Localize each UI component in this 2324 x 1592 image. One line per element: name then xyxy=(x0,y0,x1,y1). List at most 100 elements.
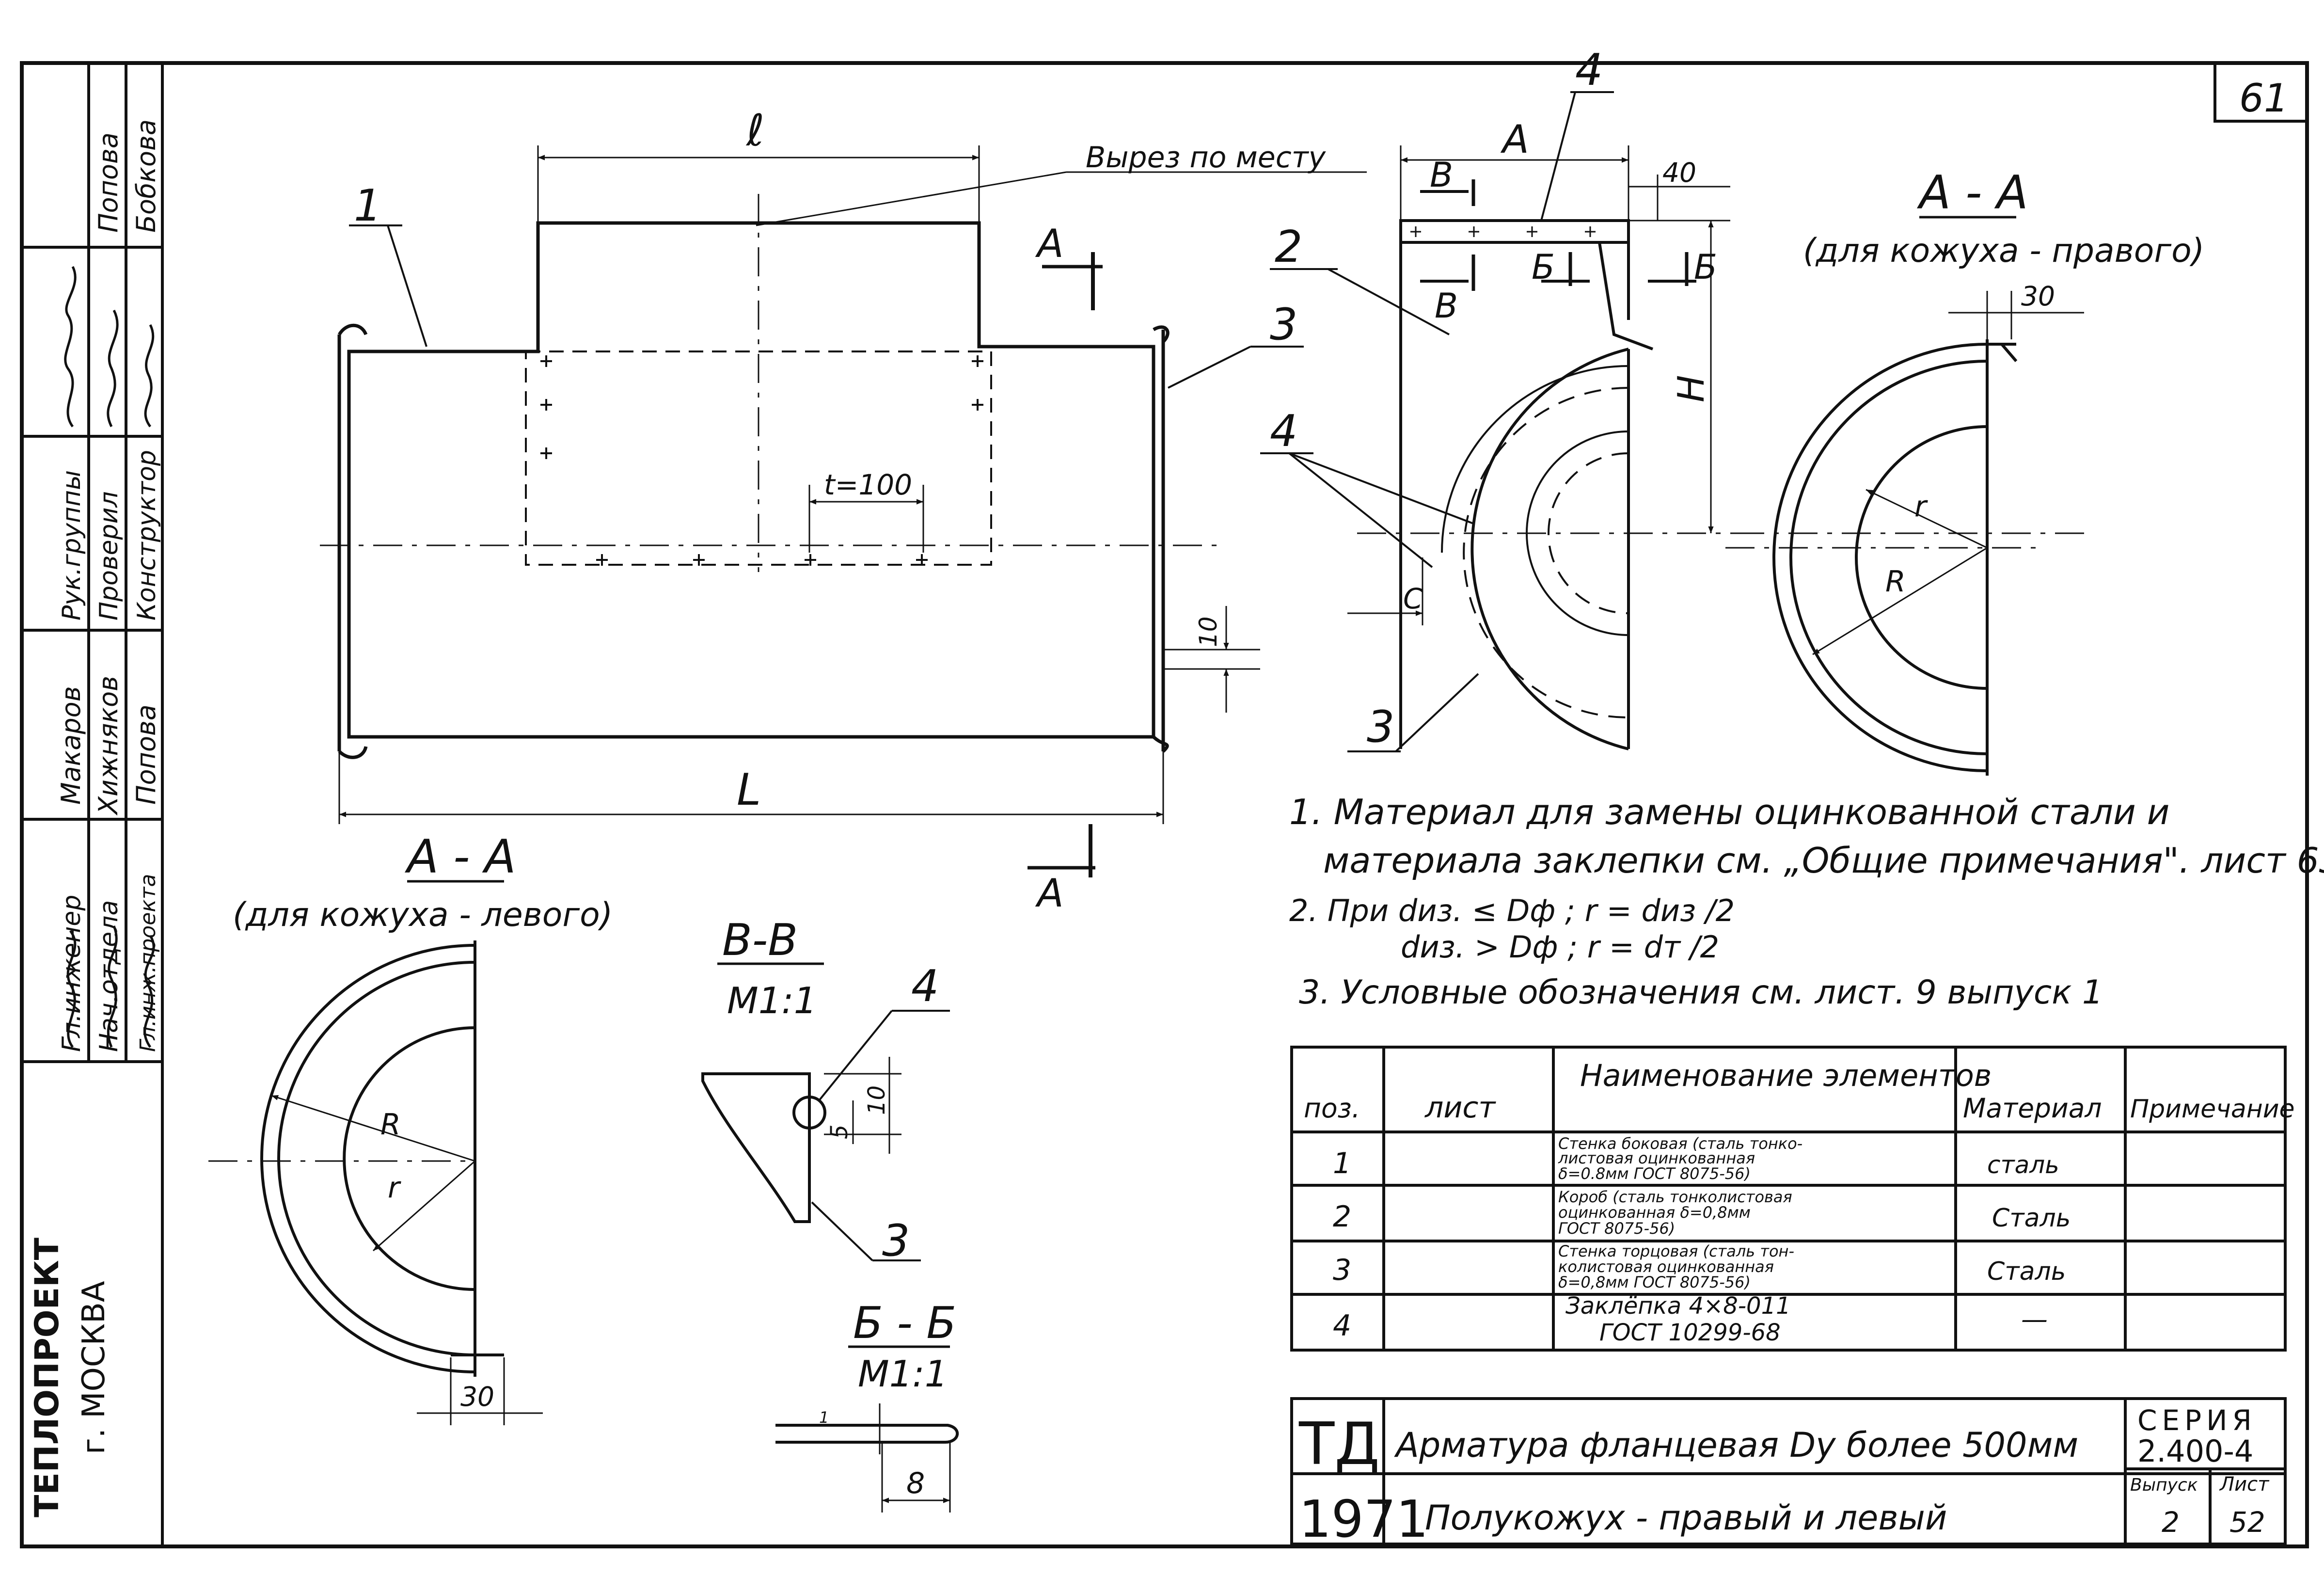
dim-t: t=100 xyxy=(824,468,912,501)
section-right-title: А - А xyxy=(1916,166,2028,220)
series-value: 2.400-4 xyxy=(2137,1433,2253,1469)
row-4-pos: 4 xyxy=(1333,1309,1351,1343)
sheet-value: 52 xyxy=(2229,1506,2265,1539)
stamp-name-popova-1: Попова xyxy=(131,704,161,805)
th-note: Примечание xyxy=(2130,1095,2295,1124)
th-pos: поз. xyxy=(1304,1093,1360,1124)
th-name: Наименование элементов xyxy=(1580,1058,1992,1093)
row-1-pos: 1 xyxy=(1333,1146,1351,1180)
section-right-dim-30: 30 xyxy=(2021,281,2055,312)
signature-4 xyxy=(66,930,77,1048)
section-vv-pos-4: 4 xyxy=(911,961,939,1012)
main-shell-outline xyxy=(347,221,1155,739)
section-vv-pos-3: 3 xyxy=(882,1215,910,1266)
row-3-name-2: колистовая оцинкованная xyxy=(1558,1258,1774,1276)
stamp-name-bobkova: Бобкова xyxy=(131,119,161,233)
pos-1-main: 1 xyxy=(354,180,381,231)
spec-table: поз. лист Наименование элементов Материа… xyxy=(1290,1046,2295,1352)
row-1-material: сталь xyxy=(1987,1151,2059,1179)
section-mark-bottom: А xyxy=(1035,871,1064,916)
section-right-caption: (для кожуха - правого) xyxy=(1803,232,2204,270)
dim-L: L xyxy=(737,764,761,815)
stamp-role-checked: Проверил xyxy=(95,491,124,621)
th-sheet: лист xyxy=(1424,1091,1496,1125)
side-mark-B-right: Б xyxy=(1694,247,1717,287)
section-right-r: r xyxy=(1914,490,1928,524)
row-3-pos: 3 xyxy=(1333,1253,1351,1287)
stamp-name-popova-2: Попова xyxy=(93,132,124,233)
sheet-label: Лист xyxy=(2219,1473,2270,1496)
section-vv: В-В М1:1 10 5 4 3 xyxy=(701,915,950,1266)
row-2-name-1: Короб (сталь тонколистовая xyxy=(1558,1188,1792,1206)
stamp-signatures xyxy=(64,266,155,1048)
notes: 1. Материал для замены оцинкованной стал… xyxy=(1289,792,2324,1012)
row-3-name-3: δ=0,8мм ГОСТ 8075-56) xyxy=(1558,1273,1751,1291)
org-city: г. МОСКВА xyxy=(76,1281,112,1454)
stamp-names: Макаров Хижняков Попова Попова Бобкова xyxy=(56,119,161,816)
side-view: А 40 Н С В В Б Б 2 4 4 xyxy=(1260,45,1730,752)
cut-note: Вырез по месту xyxy=(1086,141,1327,175)
signature-3 xyxy=(144,324,155,428)
note-2: 2. При dиз. ≤ Dф ; r = dиз /2 xyxy=(1289,893,1735,928)
side-pos-3: 3 xyxy=(1367,701,1394,752)
section-vv-dim-10: 10 xyxy=(863,1085,890,1115)
issue-label: Выпуск xyxy=(2130,1475,2198,1495)
row-4-name-1: Заклёпка 4×8-011 xyxy=(1565,1292,1791,1320)
side-pos-4-bottom: 4 xyxy=(1270,406,1297,457)
dim-l: ℓ xyxy=(745,105,764,156)
section-vv-dim-5: 5 xyxy=(826,1124,853,1139)
section-bb-dim-small: 1 xyxy=(819,1408,829,1427)
main-view: ℓ L t=100 10 Вырез по месту 1 3 А А xyxy=(208,105,2084,1162)
section-left-R: R xyxy=(380,1108,401,1142)
stamp-role-designer: Конструктор xyxy=(132,450,161,621)
section-bb-scale: М1:1 xyxy=(858,1353,948,1395)
stamp-name-makarov: Макаров xyxy=(56,686,86,805)
row-1-name-2: листовая оцинкованная xyxy=(1558,1149,1755,1167)
note-1-cont: материала заклепки см. „Общие примечания… xyxy=(1323,840,2324,881)
title-year: 1971 xyxy=(1299,1490,1428,1549)
section-bb: Б - Б М1:1 1 8 xyxy=(775,1298,959,1512)
section-vv-scale: М1:1 xyxy=(727,979,817,1022)
side-pos-4-top: 4 xyxy=(1575,45,1603,96)
org-name: ТЕПЛОПРОЕКТ xyxy=(28,1237,66,1517)
note-2-cont: dиз. > Dф ; r = dт /2 xyxy=(1401,929,1719,965)
side-mark-V-bottom: В xyxy=(1435,286,1458,326)
row-2-material: Сталь xyxy=(1992,1204,2071,1233)
row-2-pos: 2 xyxy=(1333,1200,1351,1234)
row-3-name-1: Стенка торцовая (сталь тон- xyxy=(1558,1242,1794,1260)
row-1-name-1: Стенка боковая (сталь тонко- xyxy=(1558,1134,1802,1153)
side-dim-A: А xyxy=(1500,117,1529,162)
row-3-material: Сталь xyxy=(1987,1257,2066,1286)
section-right: А - А (для кожуха - правого) R r 30 xyxy=(1725,166,2204,776)
row-2-name-3: ГОСТ 8075-56) xyxy=(1558,1219,1675,1238)
section-left: А - А (для кожуха - левого) R r 30 xyxy=(233,830,613,1425)
section-bb-title: Б - Б xyxy=(853,1298,956,1349)
title-sub: Полукожух - правый и левый xyxy=(1425,1498,1947,1538)
side-dim-C: С xyxy=(1403,582,1423,615)
stamp-name-khizhnyakov: Хижняков xyxy=(93,676,124,816)
section-left-r: r xyxy=(388,1171,401,1205)
side-pos-2: 2 xyxy=(1275,222,1302,272)
pos-3-main: 3 xyxy=(1270,299,1297,350)
issue-value: 2 xyxy=(2162,1506,2180,1539)
section-right-R: R xyxy=(1885,565,1906,599)
th-material: Материал xyxy=(1963,1093,2102,1124)
series-label: СЕРИЯ xyxy=(2137,1404,2257,1437)
title-org: ТД xyxy=(1298,1411,1380,1478)
section-left-dim-30: 30 xyxy=(460,1381,494,1412)
section-vv-title: В-В xyxy=(722,915,798,966)
row-4-material: — xyxy=(2021,1304,2048,1335)
stamp-role-chief-engineer: Гл.инженер xyxy=(57,895,86,1052)
signature-5 xyxy=(107,925,118,1048)
sheet-number: 61 xyxy=(2239,76,2289,121)
rivet-marks xyxy=(540,355,983,566)
signature-1 xyxy=(64,266,77,428)
left-stamp xyxy=(20,63,164,1546)
side-mark-B-left: Б xyxy=(1532,247,1555,287)
note-1: 1. Материал для замены оцинкованной стал… xyxy=(1289,792,2169,832)
row-1-name-3: δ=0.8мм ГОСТ 8075-56) xyxy=(1558,1164,1751,1183)
section-left-caption: (для кожуха - левого) xyxy=(233,896,613,934)
side-dim-40: 40 xyxy=(1662,157,1696,188)
title-main: Арматура фланцевая Dу более 500мм xyxy=(1394,1425,2078,1465)
